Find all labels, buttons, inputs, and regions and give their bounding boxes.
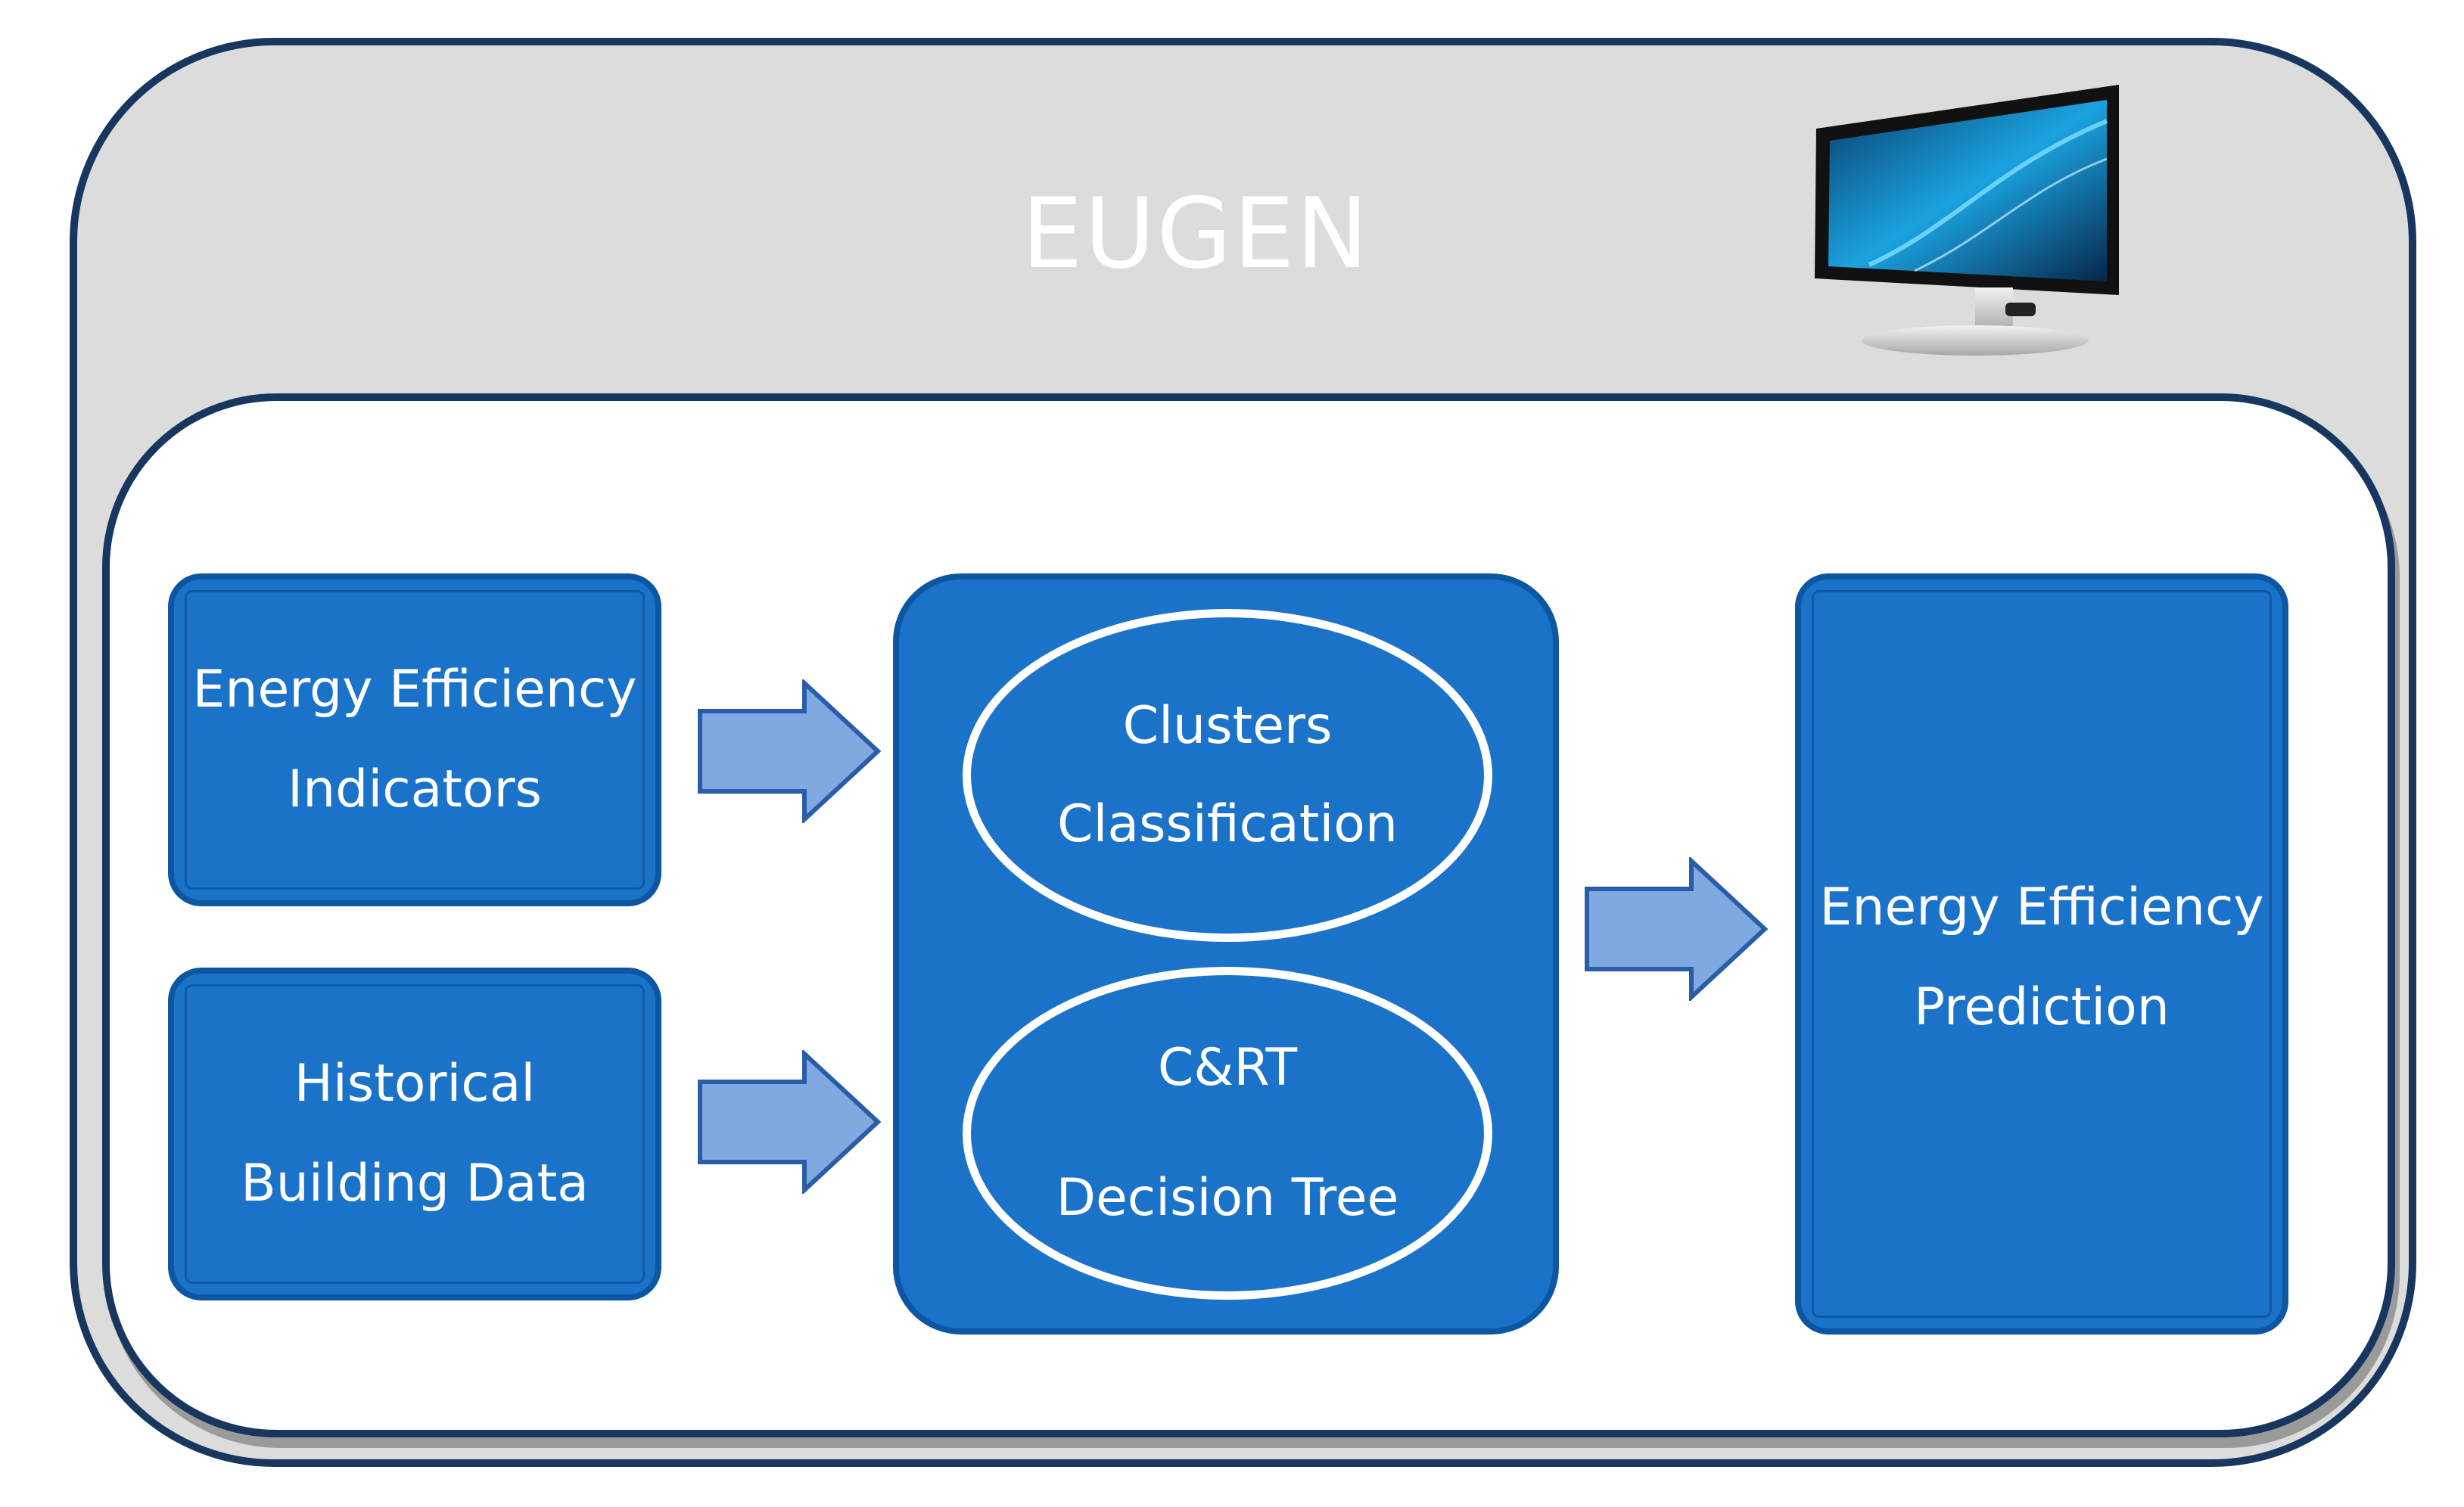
input-box-line: Historical (294, 1054, 536, 1114)
method-ellipse-line: Clusters (1122, 696, 1333, 756)
output-box-line: Energy Efficiency (1819, 878, 2264, 937)
desktop-monitor-icon (1815, 85, 2119, 356)
diagram-title: EUGEN (1021, 178, 1370, 291)
output-box-energy-efficiency-prediction: Energy Efficiency Prediction (1795, 573, 2288, 1335)
arrow-right-icon (1585, 857, 1769, 1001)
method-ellipse-clusters-classification: Clusters Classification (963, 609, 1492, 942)
input-box-line: Energy Efficiency (192, 660, 637, 719)
input-box-line: Building Data (241, 1154, 589, 1213)
arrow-right-icon (698, 679, 882, 823)
method-ellipse-cart-decision-tree: C&RT Decision Tree (963, 967, 1492, 1300)
method-ellipse-line: Decision Tree (1056, 1168, 1399, 1228)
arrow-right-icon (698, 1050, 882, 1194)
input-box-line: Indicators (288, 760, 542, 819)
output-box-line: Prediction (1914, 977, 2170, 1037)
input-box-energy-efficiency-indicators: Energy Efficiency Indicators (168, 573, 661, 906)
method-ellipse-line: C&RT (1157, 1038, 1298, 1098)
input-box-historical-building-data: Historical Building Data (168, 968, 661, 1300)
method-ellipse-line: Classification (1057, 794, 1398, 854)
